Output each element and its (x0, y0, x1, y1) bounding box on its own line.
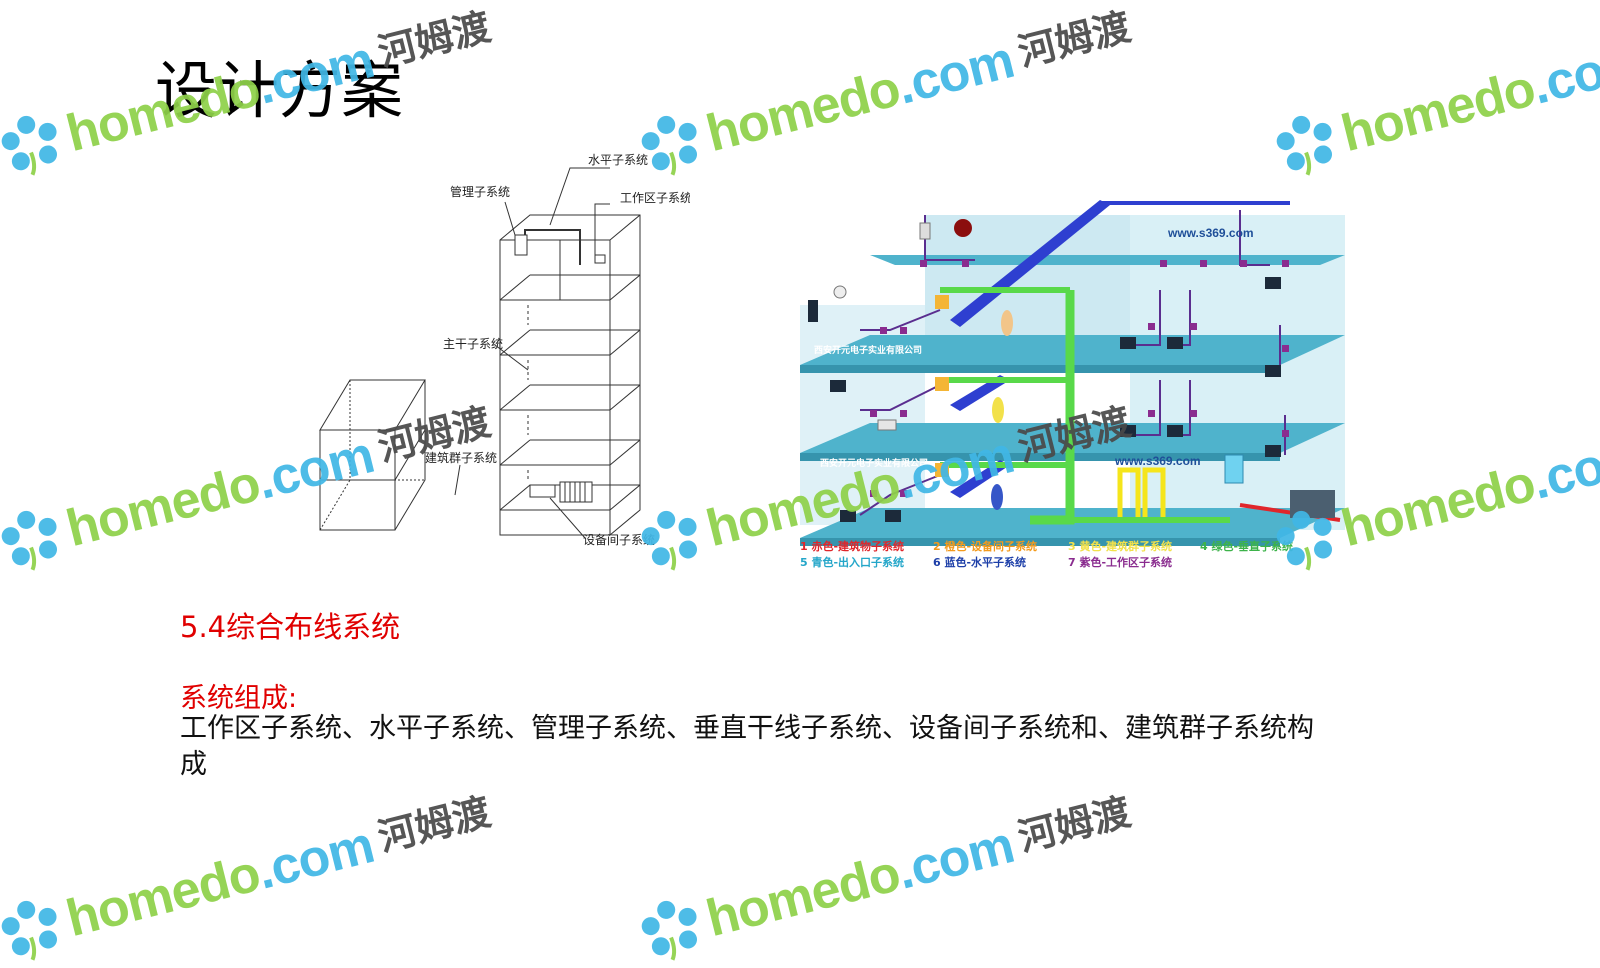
composition-label: 系统组成: (180, 683, 298, 714)
legend-item-7: 7 紫色-工作区子系统 (1068, 555, 1172, 569)
label-campus-subsystem: 建筑群子系统 (425, 450, 497, 465)
flower-logo-icon (1, 900, 58, 961)
composition-text: 工作区子系统、水平子系统、管理子系统、垂直干线子系统、设备间子系统和、建筑群子系… (180, 713, 1314, 780)
label-backbone-subsystem: 主干子系统 (443, 337, 503, 351)
legend-item-5: 5 青色-出入口子系统 (800, 555, 904, 569)
company-label-2: 西安开元电子实业有限公司 (820, 457, 928, 469)
section-heading: 5.4综合布线系统 (180, 610, 401, 644)
label-equipment-room-subsystem: 设备间子系统 (583, 533, 655, 547)
url-bottom: www.s369.com (1114, 454, 1201, 468)
legend-item-2: 2 橙色-设备间子系统 (933, 539, 1037, 553)
flower-logo-icon (1, 115, 58, 176)
watermark: homedo.com 河姆渡 (632, 784, 1138, 968)
label-work-area-subsystem: 工作区子系统 (620, 191, 690, 205)
legend-item-3: 3 黄色-建筑群子系统 (1068, 539, 1172, 553)
page-title: 设计方案 (155, 54, 404, 127)
watermark: homedo.com 河姆渡 (1267, 0, 1600, 183)
flower-logo-icon (641, 900, 698, 961)
legend-item-1: 1 赤色-建筑物子系统 (800, 539, 904, 553)
legend-item-6: 6 蓝色-水平子系统 (933, 555, 1026, 569)
label-management-subsystem: 管理子系统 (450, 184, 510, 199)
flower-logo-icon (1276, 115, 1333, 176)
legend-item-4: 4 绿色-垂直子系统 (1200, 539, 1293, 553)
company-label-1: 西安开元电子实业有限公司 (814, 344, 922, 356)
cabling-line-diagram: 水平子系统 管理子系统 工作区子系统 主干子系统 建筑群子系统 设备间子系统 (319, 153, 690, 547)
structured-cabling-building-diagram: www.s369.com www.s369.com 西安开元电子实业有限公司 西… (800, 200, 1345, 569)
flower-logo-icon (1, 510, 58, 571)
url-top: www.s369.com (1167, 226, 1254, 240)
watermark: homedo.com 河姆渡 (0, 784, 498, 968)
watermark: homedo.com 河姆渡 (632, 0, 1138, 183)
label-horizontal-subsystem: 水平子系统 (588, 153, 648, 167)
